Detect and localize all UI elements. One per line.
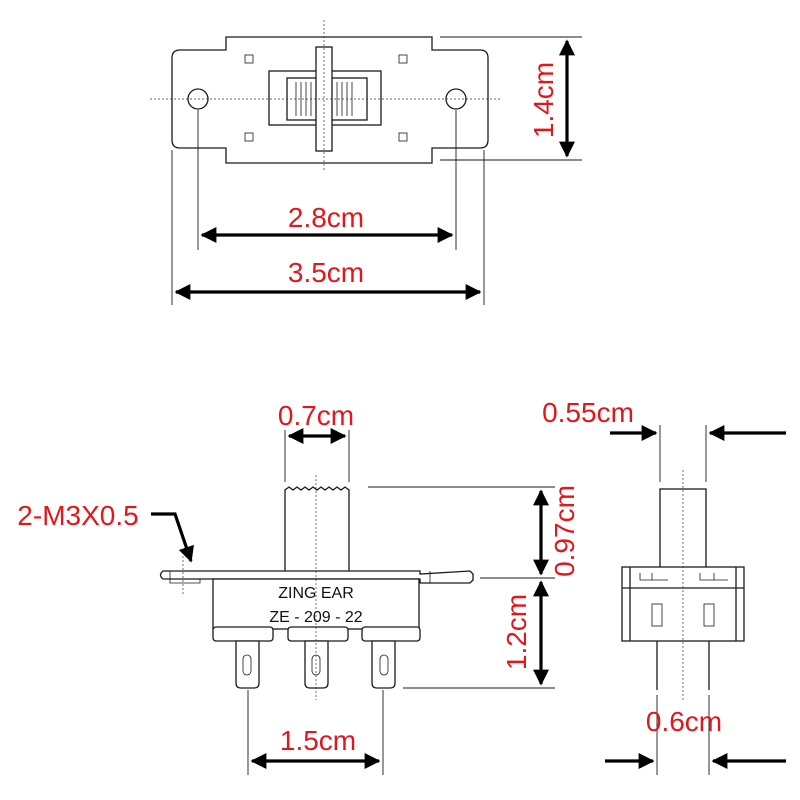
top-view: 2.8cm 3.5cm 1.4cm <box>150 20 582 305</box>
end-knob <box>659 488 707 569</box>
terminal-pin <box>371 640 396 689</box>
terminal-pin <box>235 640 260 689</box>
dim-label-knob-width: 0.7cm <box>278 400 354 431</box>
terminal-shoulder <box>287 626 349 642</box>
terminal-pin <box>304 640 329 689</box>
end-slot <box>651 603 663 627</box>
thread-leader <box>151 512 194 563</box>
side-tab-left <box>169 571 201 584</box>
end-contact-mark <box>639 573 668 581</box>
side-knob <box>284 486 350 575</box>
rivet-square <box>398 54 408 64</box>
dim-label-overall-width: 3.5cm <box>288 257 364 288</box>
dim-label-hole-spacing: 2.8cm <box>288 202 364 233</box>
terminal-shoulder <box>212 626 274 642</box>
rivet-square <box>244 54 254 64</box>
terminal-shoulder <box>361 626 421 642</box>
dim-label-body-height: 1.2cm <box>501 594 532 670</box>
rivet-square <box>398 132 408 142</box>
dim-label-knob-thickness: 0.55cm <box>542 397 634 428</box>
dim-label-height: 1.4cm <box>528 62 559 138</box>
dim-label-pin-spacing: 1.5cm <box>280 725 356 756</box>
end-view: 0.55cm 0.6cm <box>542 397 786 775</box>
side-mount-plate <box>159 570 474 584</box>
dim-label-knob-height: 0.97cm <box>549 485 580 577</box>
thread-callout: 2-M3X0.5 <box>17 500 138 531</box>
model-label: ZE - 209 - 22 <box>269 609 362 626</box>
side-view: ZING EAR ZE - 209 - 22 2-M3X0.5 0.7cm 0.… <box>17 400 580 775</box>
end-slot <box>703 603 715 627</box>
rivet-square <box>244 132 254 142</box>
brand-label: ZING EAR <box>278 585 354 602</box>
dim-label-end-pin-spacing: 0.6cm <box>646 706 722 737</box>
end-contact-mark <box>699 573 728 581</box>
